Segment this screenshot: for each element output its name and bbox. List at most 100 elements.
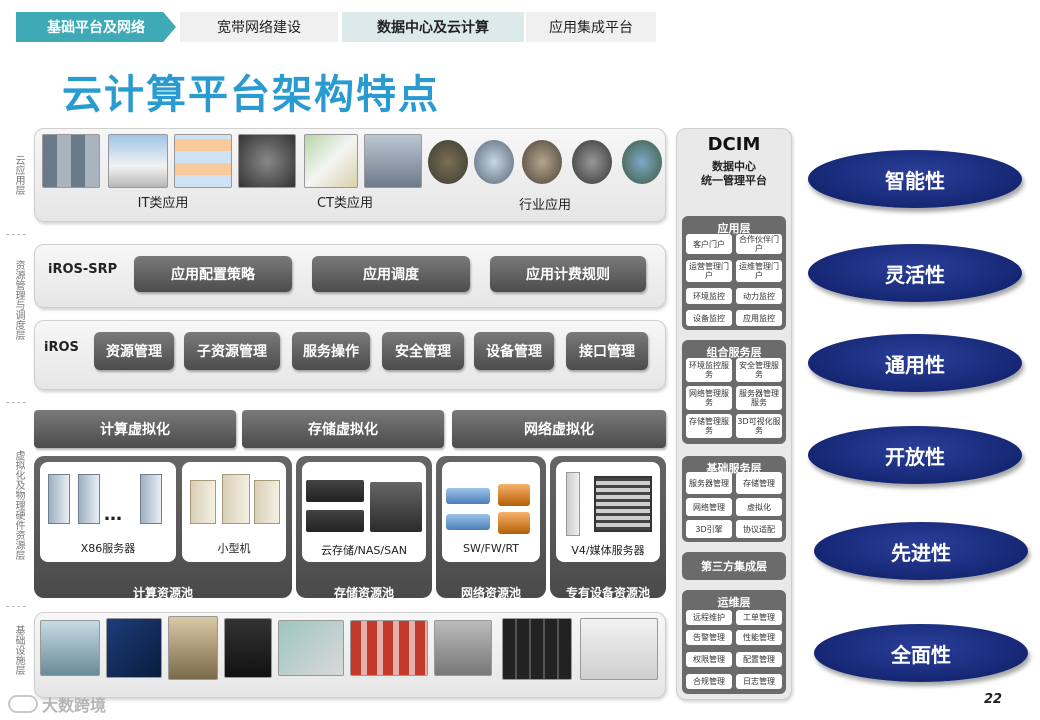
media-server-icon	[594, 476, 652, 532]
dcim-base-layer-title: 基础服务层	[706, 462, 762, 475]
dcim-third-party-label: 第三方集成层	[701, 560, 767, 573]
x86-server-icon	[48, 474, 70, 524]
storage-array-icon	[306, 480, 364, 502]
sub-resource-mgmt-button[interactable]: 子资源管理	[184, 332, 280, 370]
dcim-cell[interactable]: 客户门户	[686, 234, 732, 254]
infra-image	[580, 618, 658, 680]
dcim-cell[interactable]: 配置管理	[736, 652, 782, 667]
app-image	[428, 140, 468, 184]
dcim-cell[interactable]: 协议适配	[736, 520, 782, 538]
dcim-cell[interactable]: 存储管理	[736, 472, 782, 494]
divider	[6, 234, 26, 235]
dcim-cell[interactable]: 3D引擎	[686, 520, 732, 538]
dcim-cell[interactable]: 动力监控	[736, 288, 782, 304]
minicomputer-label: 小型机	[217, 542, 251, 555]
feature-open: 开放性	[808, 426, 1022, 484]
minicomputer-icon	[190, 480, 216, 524]
infra-image	[502, 618, 572, 680]
dcim-cell[interactable]: 日志管理	[736, 674, 782, 689]
dcim-cell[interactable]: 服务器管理服务	[736, 386, 782, 410]
network-virtualization-bar: 网络虚拟化	[452, 410, 666, 448]
device-mgmt-button[interactable]: 设备管理	[474, 332, 554, 370]
dcim-cell[interactable]: 网络管理服务	[686, 386, 732, 410]
watermark-logo-icon	[8, 695, 38, 713]
layer-label-resource: 资源管理与调度层	[13, 260, 24, 340]
app-image	[42, 134, 100, 188]
srp-label: iROS-SRP	[48, 262, 118, 277]
dcim-cell[interactable]: 环境监控	[686, 288, 732, 304]
minicomputer-icon	[254, 480, 280, 524]
nav-active-label: 基础平台及网络	[47, 20, 145, 36]
storage-pool-label: 存储资源池	[333, 586, 394, 600]
network-label: SW/FW/RT	[462, 542, 520, 555]
infra-image	[350, 620, 428, 676]
minicomputer-icon	[222, 474, 250, 524]
nav-tab-broadband[interactable]: 宽带网络建设	[180, 12, 338, 42]
dcim-cell[interactable]: 网络管理	[686, 498, 732, 516]
storage-label: 云存储/NAS/SAN	[320, 544, 408, 557]
app-config-policy-button[interactable]: 应用配置策略	[134, 256, 292, 292]
app-image	[108, 134, 168, 188]
app-billing-rules-button[interactable]: 应用计费规则	[490, 256, 646, 292]
dcim-cell[interactable]: 合作伙伴门户	[736, 234, 782, 254]
x86-label: X86服务器	[80, 542, 136, 555]
dcim-cell[interactable]: 工单管理	[736, 610, 782, 625]
nav-tab-datacenter[interactable]: 数据中心及云计算	[342, 12, 524, 42]
dcim-cell[interactable]: 3D可视化服务	[736, 414, 782, 438]
layer-label-infra: 基础设施层	[13, 625, 24, 675]
page-title: 云计算平台架构特点	[62, 72, 440, 118]
nav-tab-app-platform[interactable]: 应用集成平台	[526, 12, 656, 42]
app-image	[474, 140, 514, 184]
dcim-cell[interactable]: 性能管理	[736, 630, 782, 645]
dcim-third-party-layer: 第三方集成层	[682, 552, 786, 580]
app-image	[304, 134, 358, 188]
dcim-cell[interactable]: 权限管理	[686, 652, 732, 667]
nav-tab-active[interactable]: 基础平台及网络	[16, 12, 176, 42]
service-operation-button[interactable]: 服务操作	[292, 332, 370, 370]
dcim-cell[interactable]: 安全管理服务	[736, 358, 782, 382]
app-image	[522, 140, 562, 184]
switch-icon	[446, 514, 490, 530]
dcim-combo-layer-title: 组合服务层	[706, 346, 762, 359]
nav-tab-label: 应用集成平台	[549, 20, 633, 36]
dcim-cell[interactable]: 运营管理门户	[686, 260, 732, 282]
iros-label: iROS	[44, 340, 79, 355]
dcim-cell[interactable]: 远程维护	[686, 610, 732, 625]
dcim-cell[interactable]: 合规管理	[686, 674, 732, 689]
resource-mgmt-button[interactable]: 资源管理	[94, 332, 174, 370]
app-image	[572, 140, 612, 184]
dcim-cell[interactable]: 环境监控服务	[686, 358, 732, 382]
x86-server-icon	[78, 474, 100, 524]
divider	[6, 402, 26, 403]
it-app-label: IT类应用	[137, 196, 189, 211]
dcim-cell[interactable]: 应用监控	[736, 310, 782, 326]
media-server-icon	[566, 472, 580, 536]
x86-server-icon	[140, 474, 162, 524]
app-image	[364, 134, 422, 188]
app-image	[622, 140, 662, 184]
dcim-ops-layer-title: 运维层	[717, 596, 751, 609]
switch-icon	[446, 488, 490, 504]
dcim-cell[interactable]: 告警管理	[686, 630, 732, 645]
interface-mgmt-button[interactable]: 接口管理	[566, 332, 648, 370]
security-mgmt-button[interactable]: 安全管理	[382, 332, 464, 370]
divider	[6, 606, 26, 607]
app-scheduling-button[interactable]: 应用调度	[312, 256, 470, 292]
dcim-cell[interactable]: 运维管理门户	[736, 260, 782, 282]
ellipsis: …	[104, 504, 122, 525]
dcim-cell[interactable]: 存储管理服务	[686, 414, 732, 438]
app-image	[238, 134, 296, 188]
dcim-app-layer-title: 应用层	[717, 222, 751, 235]
feature-universal: 通用性	[808, 334, 1022, 392]
infra-image	[168, 616, 218, 680]
dcim-cell[interactable]: 虚拟化	[736, 498, 782, 516]
feature-intelligent: 智能性	[808, 150, 1022, 208]
media-server-label: V4/媒体服务器	[571, 544, 645, 557]
infra-image	[40, 620, 100, 676]
storage-rack-icon	[370, 482, 422, 532]
infra-image	[224, 618, 272, 678]
dcim-cell[interactable]: 服务器管理	[686, 472, 732, 494]
infra-image	[106, 618, 162, 678]
infra-image	[278, 620, 344, 676]
dcim-cell[interactable]: 设备监控	[686, 310, 732, 326]
